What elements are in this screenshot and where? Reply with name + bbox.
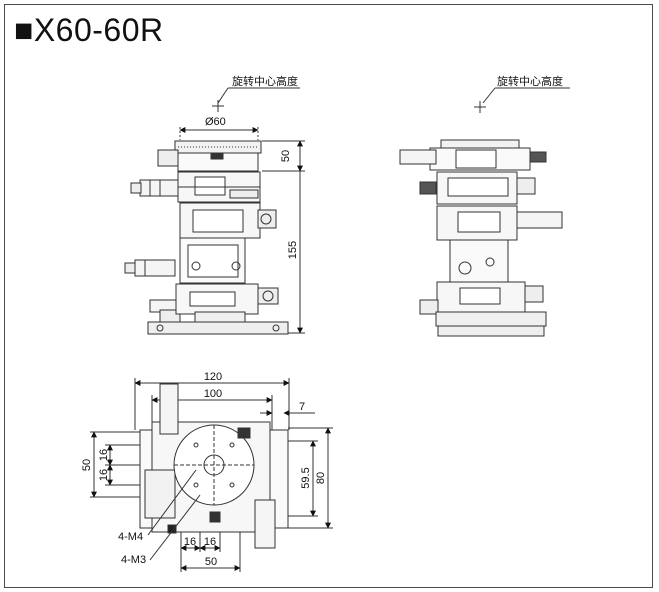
dim-80: 80 [315, 472, 327, 484]
dim-bottom-16b: 16 [204, 536, 216, 548]
front-diameter-dim: Ø60 [205, 116, 226, 128]
top-view-labels: 120 100 7 50 16 16 59.5 80 16 16 50 4-M4… [81, 371, 327, 568]
dim-bottom-16a: 16 [184, 536, 196, 548]
front-rotation-center-marker [212, 87, 300, 112]
front-rotation-center-label: 旋转中心高度 [232, 74, 298, 88]
side-rotation-center-label: 旋转中心高度 [497, 74, 563, 88]
micrometer-lower [124, 259, 183, 323]
front-view [124, 87, 305, 335]
dim-59-5: 59.5 [300, 467, 312, 488]
page-title: ■X60-60R [14, 12, 164, 48]
dim-120: 120 [204, 371, 222, 383]
rotary-dial [174, 127, 262, 172]
dim-left-16b: 16 [98, 469, 110, 481]
dim-left-16a: 16 [98, 449, 110, 461]
front-view-labels: 旋转中心高度 Ø60 50 155 [205, 74, 299, 259]
dim-7: 7 [299, 401, 305, 413]
side-rotation-center-marker [474, 87, 570, 113]
side-view [399, 87, 570, 337]
label-4-m4: 4-M4 [118, 531, 143, 543]
front-height-155-dim: 155 [287, 241, 299, 259]
dim-left-50: 50 [81, 459, 93, 471]
top-view [90, 378, 333, 572]
micrometer-upper [130, 149, 181, 197]
front-height-50-dim: 50 [280, 150, 292, 162]
dim-bottom-50: 50 [205, 556, 217, 568]
dim-100: 100 [204, 388, 222, 400]
label-4-m3: 4-M3 [121, 554, 146, 566]
drawing-frame [4, 4, 653, 588]
side-view-labels: 旋转中心高度 [497, 74, 563, 88]
